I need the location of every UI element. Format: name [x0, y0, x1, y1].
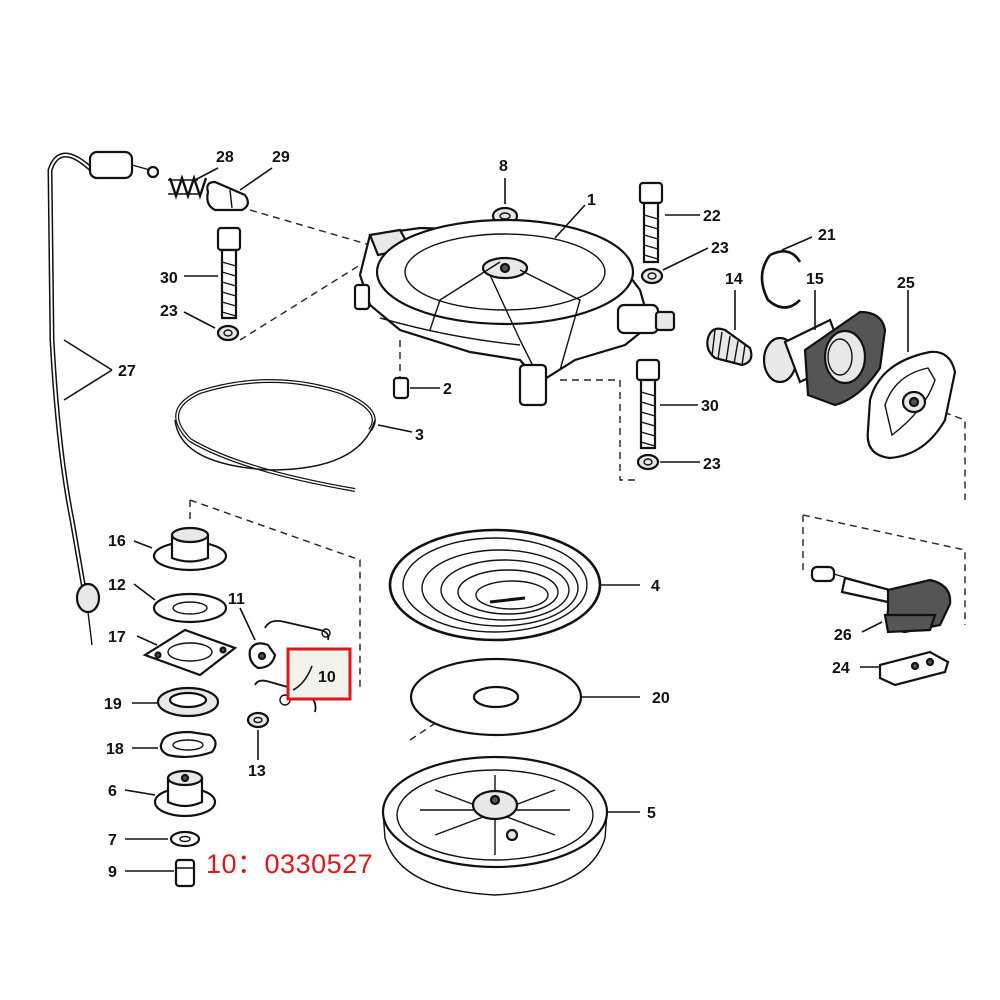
callout-16: 16	[108, 533, 126, 550]
callout-17: 17	[108, 629, 126, 646]
part-12-washer	[133, 583, 228, 624]
callout-15: 15	[806, 271, 824, 288]
part-18-oring	[132, 730, 217, 759]
callout-leaders	[183, 167, 273, 329]
part-4-spring	[388, 528, 640, 642]
part-25-grommet-plate	[866, 290, 957, 460]
part-7-washer	[125, 830, 201, 848]
part-22-bolt	[638, 181, 700, 264]
part-27-cable	[47, 150, 160, 646]
part-23-nut-left	[216, 324, 240, 342]
callout-28: 28	[216, 149, 234, 166]
part-17-gasket	[136, 628, 238, 677]
callout-9: 9	[108, 864, 117, 881]
callout-20: 20	[652, 690, 670, 707]
callout-2: 2	[443, 381, 452, 398]
part-11-pawl	[239, 607, 277, 670]
callout-6: 6	[108, 783, 117, 800]
callout-18: 18	[106, 741, 124, 758]
callout-numbers: 1 2 3 4 5 6 7 8 9 10 11 12 13 14 15 16 1…	[104, 149, 915, 881]
callout-21: 21	[818, 227, 836, 244]
callout-1: 1	[587, 192, 596, 209]
part-14-spring	[706, 290, 753, 367]
part-15-handle-seal	[762, 290, 887, 407]
part-24-anchor	[860, 650, 950, 687]
callout-13: 13	[248, 763, 266, 780]
part-28-spring	[168, 174, 208, 200]
part-3-seal	[174, 379, 413, 492]
callout-26: 26	[834, 627, 852, 644]
part-30-bolt-left	[216, 226, 242, 320]
callout-10: 10	[318, 669, 336, 686]
part-20-plate	[409, 657, 640, 737]
part-13-nut	[246, 711, 270, 760]
part-19-seal	[132, 686, 220, 718]
part-23-nut-lower-right	[636, 453, 700, 471]
callout-23-upper-right: 23	[711, 240, 729, 257]
callout-11: 11	[228, 591, 245, 608]
callout-12: 12	[108, 577, 126, 594]
part-30-bolt-right	[635, 358, 698, 450]
callout-3: 3	[415, 427, 424, 444]
callout-23-left: 23	[160, 303, 178, 320]
callout-29: 29	[272, 149, 290, 166]
callout-5: 5	[647, 805, 656, 822]
callout-14: 14	[725, 271, 743, 288]
part-2-screw	[392, 376, 440, 400]
callout-7: 7	[108, 832, 117, 849]
part-8-nut	[491, 178, 519, 226]
part-23-nut-upper-right	[640, 247, 709, 285]
callout-27: 27	[118, 363, 136, 380]
callout-30-right: 30	[701, 398, 719, 415]
callout-23-lower-right: 23	[703, 456, 721, 473]
part-16-cap	[133, 526, 228, 572]
part-5-pulley	[381, 755, 640, 896]
part-9-screw	[125, 858, 196, 888]
part-29-plunger	[206, 180, 249, 212]
part-10-highlight	[286, 647, 352, 701]
callout-8: 8	[499, 158, 508, 175]
part-number-annotation: 10：0330527	[206, 849, 374, 879]
part-1-housing	[353, 204, 676, 407]
part-6-hub	[124, 769, 217, 818]
callout-30-left: 30	[160, 270, 178, 287]
callout-22: 22	[703, 208, 721, 225]
part-21-clip	[760, 236, 813, 309]
callout-4: 4	[651, 578, 660, 595]
callout-24: 24	[832, 660, 850, 677]
callout-25: 25	[897, 275, 915, 292]
part-26-handle	[810, 565, 952, 634]
callout-19: 19	[104, 696, 122, 713]
